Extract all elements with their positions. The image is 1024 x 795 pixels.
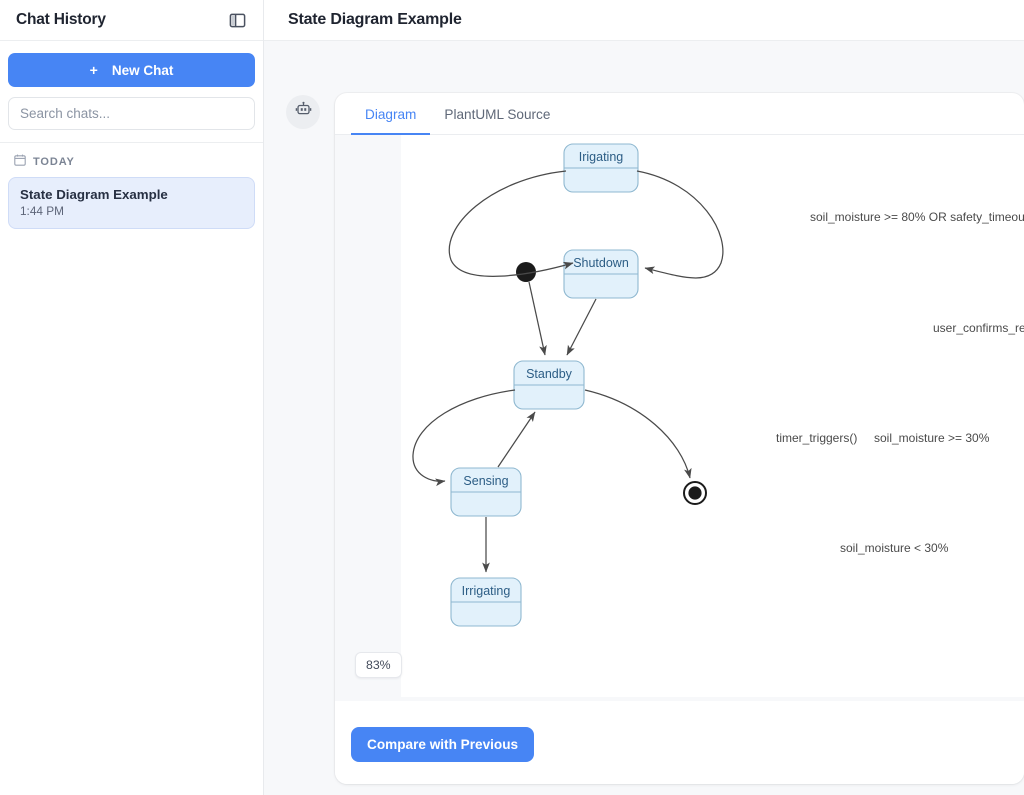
compare-with-previous-button[interactable]: Compare with Previous [351,727,535,762]
avatar [286,95,320,129]
diagram-pane: Irigating Shutdown [335,135,1024,701]
chat-group-label: TODAY [33,155,75,168]
page-title: State Diagram Example [288,11,462,28]
edge-standby-sensing [412,389,516,487]
sidebar-header: Chat History [0,0,263,41]
plus-icon: + [89,62,98,78]
search-input[interactable] [8,97,255,130]
main-area: State Diagram Example [264,0,1024,795]
edge-label: user_confirms_reset() [933,321,1024,335]
new-chat-button[interactable]: + New Chat [8,53,255,87]
state-label: Irigating [579,150,624,164]
zoom-level-badge[interactable]: 83% [355,652,402,678]
search-container [0,97,263,142]
tab-bar: Diagram PlantUML Source [335,93,1024,135]
chat-item-title: State Diagram Example [20,187,168,202]
sidebar: Chat History + New Chat [0,0,264,795]
panel-toggle-icon[interactable] [227,10,247,30]
conversation-body: Diagram PlantUML Source [264,41,1024,795]
sidebar-actions: + New Chat [0,41,263,97]
tab-plantuml-source[interactable]: PlantUML Source [444,107,551,122]
edge-initial-standby [528,281,547,356]
state-node-irrigating-bottom: Irrigating [450,577,522,627]
edge-irigating-shutdown-right [636,170,724,279]
edge-label: soil_moisture >= 80% OR safety_timeout() [810,210,1024,224]
state-diagram-svg: Irigating Shutdown [412,143,1024,627]
state-label: Standby [526,367,573,381]
edge-label: timer_triggers() [776,431,857,445]
assistant-message-card: Diagram PlantUML Source [335,93,1024,784]
chat-group-header: TODAY [0,143,263,177]
state-node-irigating-top: Irigating [563,143,639,193]
state-label: Sensing [463,474,508,488]
edge-sensing-standby [497,411,536,468]
diagram-canvas[interactable]: Irigating Shutdown [401,135,1024,697]
sidebar-title: Chat History [16,11,106,28]
chat-item-time: 1:44 PM [20,204,64,218]
chat-list: State Diagram Example 1:44 PM [0,177,263,229]
state-label: Shutdown [573,256,629,270]
sidebar-divider [0,142,263,143]
chat-list-item[interactable]: State Diagram Example 1:44 PM [8,177,255,229]
edge-label: soil_moisture < 30% [840,541,949,555]
main-header: State Diagram Example [264,0,1024,41]
new-chat-label: New Chat [111,62,174,78]
tab-diagram[interactable]: Diagram [351,93,431,135]
edge-shutdown-standby [566,298,597,356]
edge-standby-final [584,389,692,479]
final-state-marker [683,481,707,505]
calendar-icon [14,154,26,169]
state-node-standby: Standby [513,360,585,410]
state-node-sensing: Sensing [450,467,522,517]
card-footer: Compare with Previous [335,701,1024,784]
edge-label: soil_moisture >= 30% [874,431,990,445]
robot-icon [295,101,312,123]
edge-irigating-shutdown-left [448,170,574,277]
state-node-shutdown: Shutdown [563,249,639,299]
initial-state-marker [516,262,536,282]
state-label: Irrigating [462,584,511,598]
